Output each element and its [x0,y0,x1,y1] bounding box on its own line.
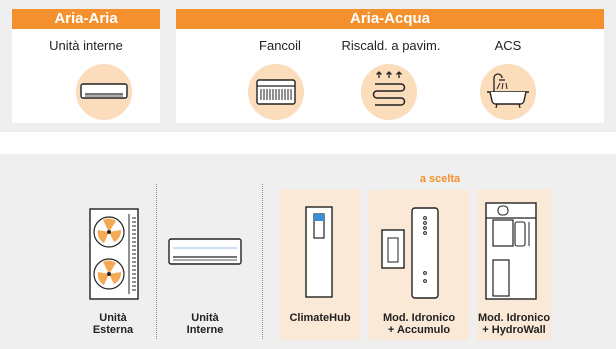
caption-indoor-line2: Interne [186,324,224,336]
caption-hydrowall-line2: + HydroWall [482,324,546,336]
label-unita-interne: Unità interne [49,38,123,53]
caption-indoor-line1: Unità [191,312,219,324]
caption-outdoor-line1: Unità [99,312,127,324]
system-types-panel: Aria-Aria Aria-Acqua Unità interne Fanco… [0,0,616,132]
caption-hydrowall: Mod. Idronico + HydroWall [473,312,555,336]
hydrowall-icon [485,202,537,300]
caption-accumulo-line1: Mod. Idronico [382,312,456,324]
climatehub-icon [305,206,333,298]
outdoor-unit-icon [89,208,139,300]
components-panel: a scelta [0,154,616,349]
caption-climatehub-line1: ClimateHub [289,312,351,324]
caption-climatehub: ClimateHub [280,312,360,324]
header-aria-acqua: Aria-Acqua [176,9,604,29]
label-acs: ACS [494,38,522,53]
caption-outdoor-line2: Esterna [92,324,134,336]
caption-outdoor: Unità Esterna [78,312,148,336]
accumulo-icon [381,207,439,299]
caption-hydrowall-line1: Mod. Idronico [477,312,551,324]
divider-1 [156,184,157,339]
caption-indoor: Unità Interne [170,312,240,336]
wall-unit-icon [76,64,132,120]
label-fancoil: Fancoil [259,38,301,53]
divider-2 [262,184,263,339]
label-riscald-pavim: Riscald. a pavim. [341,38,441,53]
caption-accumulo-line2: + Accumulo [387,324,451,336]
bathtub-icon [480,64,536,120]
indoor-unit-icon [168,238,242,265]
fancoil-icon [248,64,304,120]
choice-label: a scelta [419,173,461,185]
header-aria-aria: Aria-Aria [12,9,160,29]
caption-accumulo: Mod. Idronico + Accumulo [369,312,469,336]
floor-heating-icon [361,64,417,120]
